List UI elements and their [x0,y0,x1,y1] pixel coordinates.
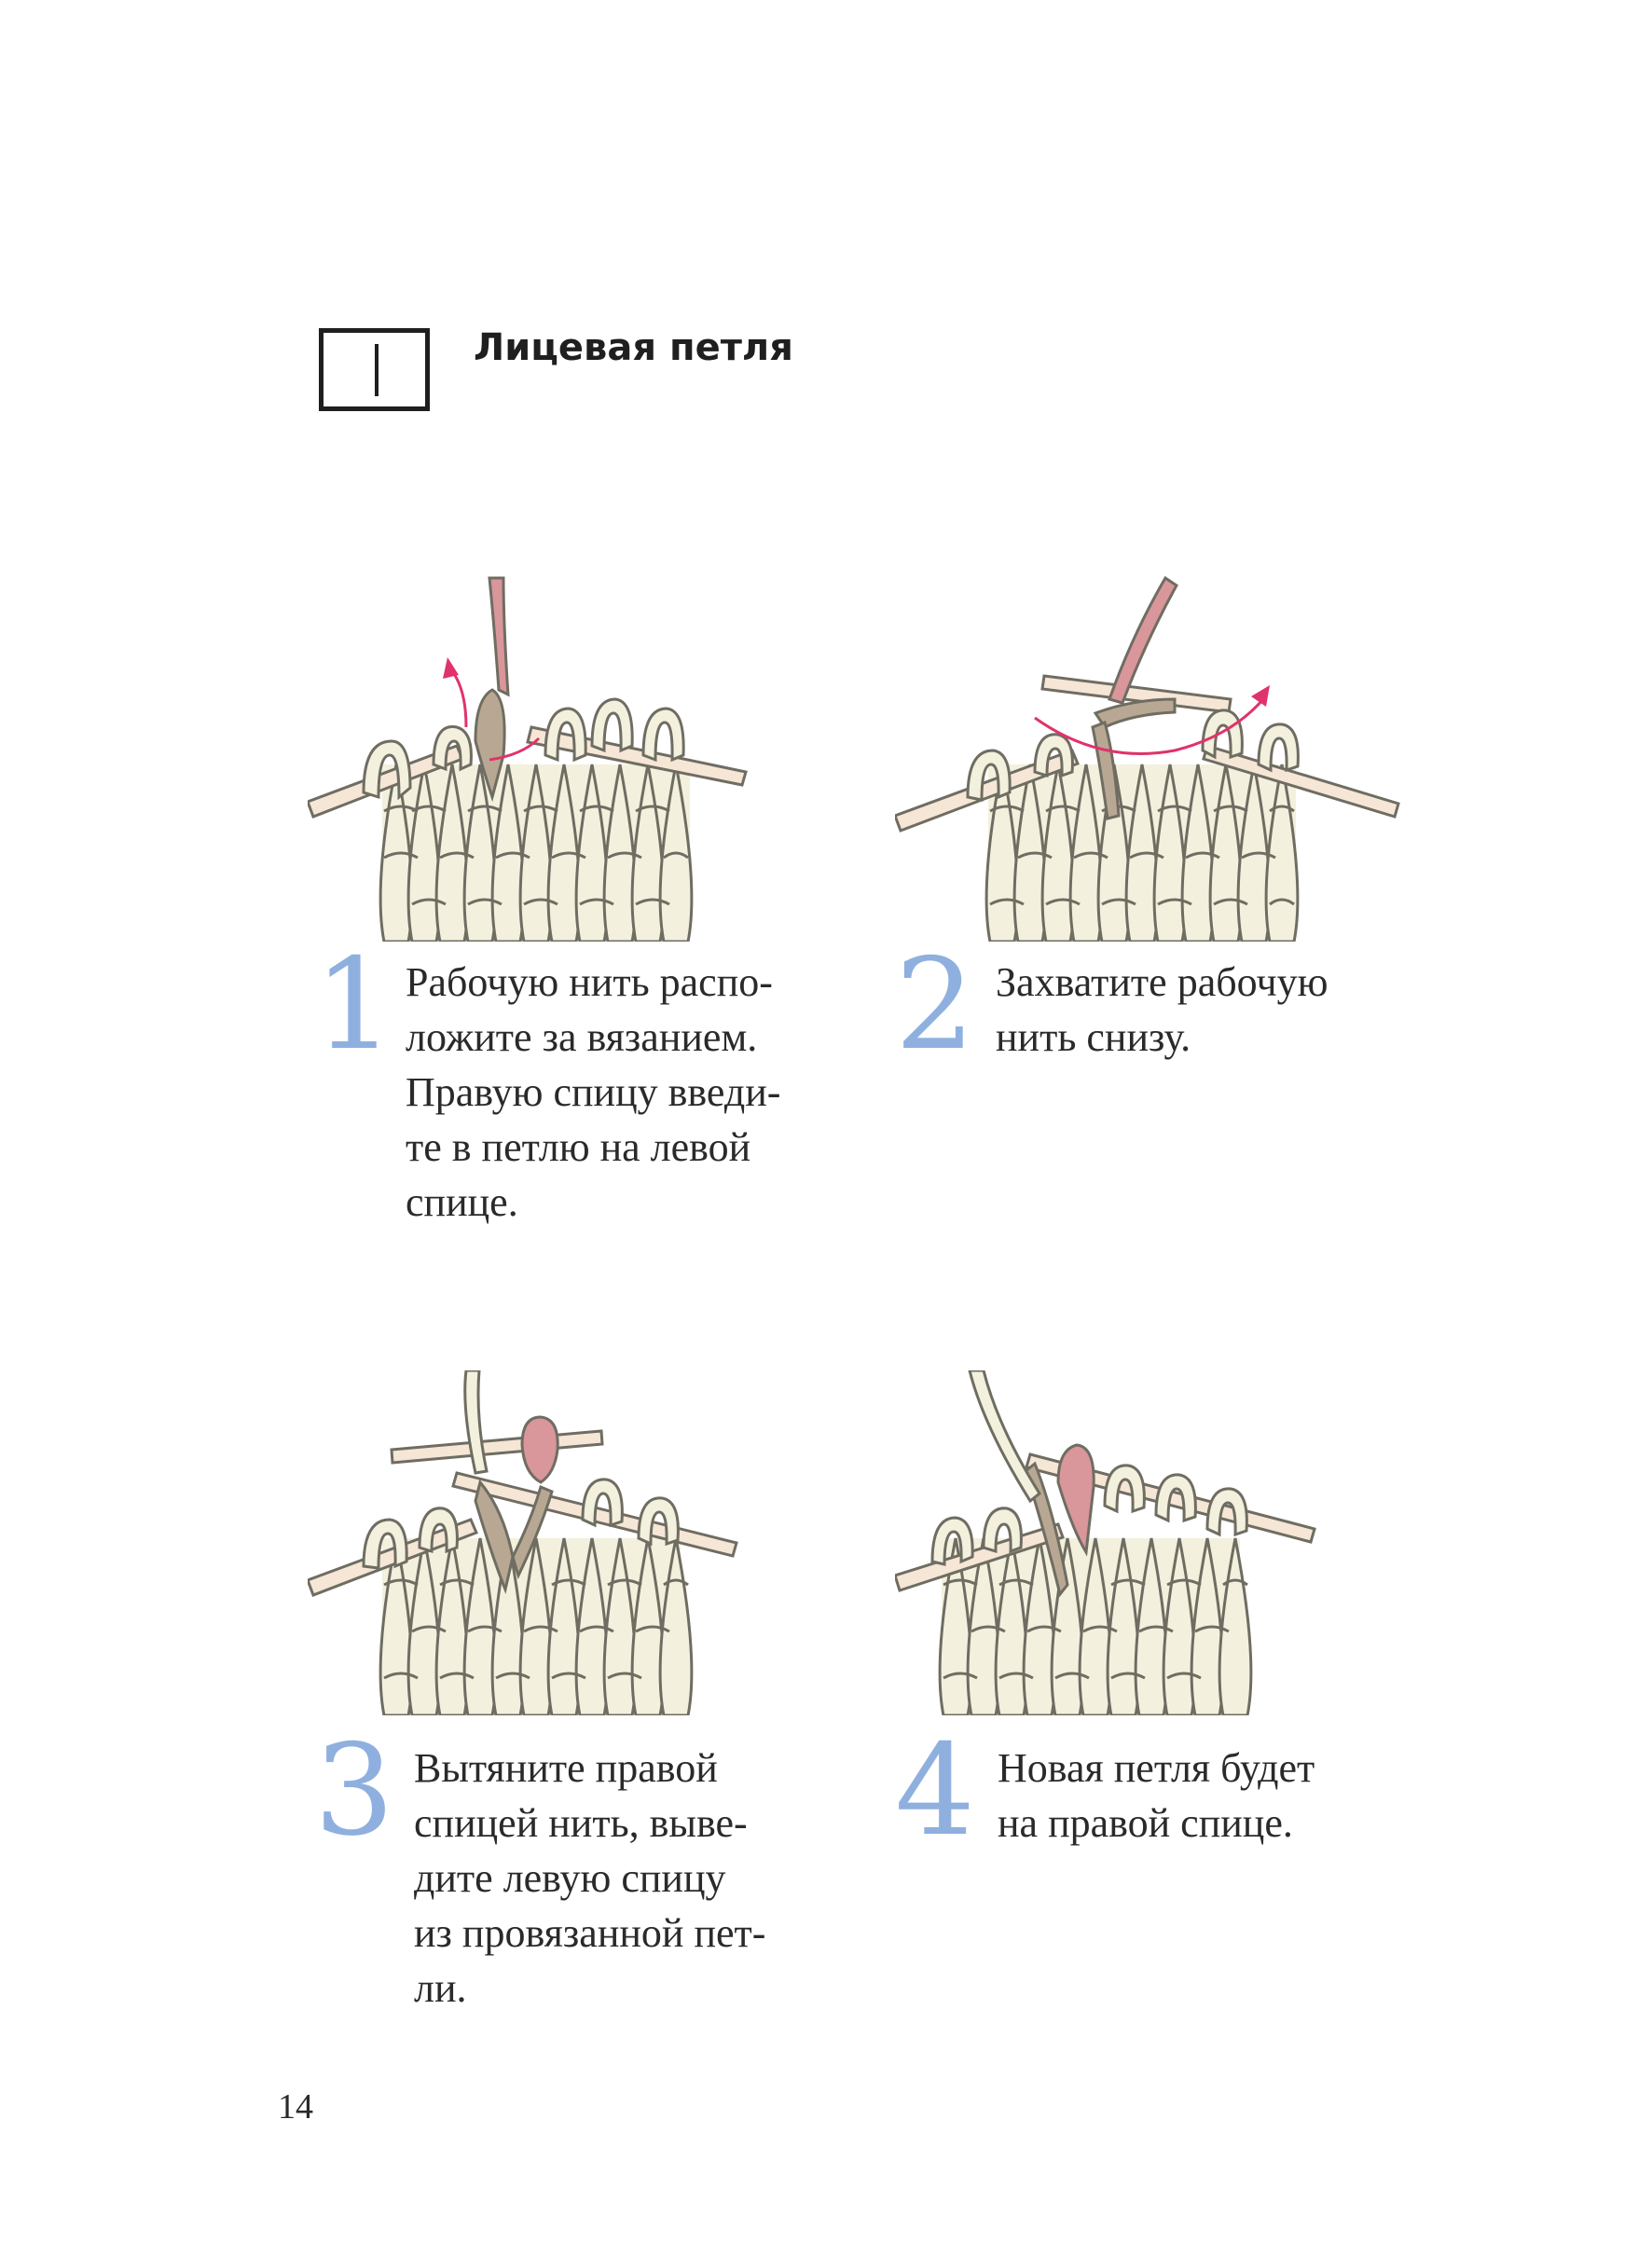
page-number: 14 [278,2087,313,2126]
step-1-illustration [308,569,774,942]
knitted-fabric [984,764,1300,942]
loops [930,1464,1248,1566]
loops [362,697,685,801]
step-2-illustration [895,559,1408,942]
step-4-illustration [895,1370,1324,1715]
loops [966,709,1300,802]
loops [362,1478,680,1570]
needles [895,674,1400,833]
knitted-fabric [379,764,694,942]
step-3-number: 3 [314,1717,394,1864]
step-1-text: Рабочую нить распо- ложите за вязанием. … [406,955,780,1230]
working-yarn [463,1370,559,1595]
step-3-line: спицей нить, выве- [414,1800,748,1846]
step-4-text: Новая петля будет на правой спице. [998,1741,1315,1851]
knit-stitch-symbol-icon [319,328,430,411]
step-1-line: спице. [406,1179,518,1225]
step-2-text: Захватите рабочую нить снизу. [996,955,1328,1065]
step-3-line: Вытяните правой [414,1745,718,1791]
direction-arrow [1034,685,1270,755]
step-2-line: Захватите рабочую [996,959,1328,1005]
step-3-line: ли. [414,1965,467,2011]
step-1-line: ложите за вязанием. [406,1014,758,1060]
knitted-fabric [379,1537,694,1715]
step-4-line: Новая петля будет [998,1745,1315,1791]
step-1-line: те в петлю на левой [406,1124,751,1170]
working-yarn [474,576,510,803]
vertical-bar [375,344,379,396]
working-yarn [968,1370,1095,1598]
step-2-number: 2 [895,931,975,1078]
step-4-number: 4 [895,1717,975,1864]
step-3-text: Вытяните правой спицей нить, выве- дите … [414,1741,765,2016]
step-4-line: на правой спице. [998,1800,1293,1846]
step-2-line: нить снизу. [996,1014,1191,1060]
section-title: Лицевая петля [474,326,793,369]
step-3-line: дите левую спицу [414,1855,726,1901]
step-3-illustration [308,1370,755,1715]
knitted-fabric [938,1537,1253,1715]
step-1-number: 1 [314,931,394,1078]
working-yarn [1091,575,1178,820]
step-1-line: Рабочую нить распо- [406,959,773,1005]
step-1-line: Правую спицу введи- [406,1069,781,1115]
direction-arrow [443,657,541,762]
step-3-line: из провязанной пет- [414,1910,766,1956]
